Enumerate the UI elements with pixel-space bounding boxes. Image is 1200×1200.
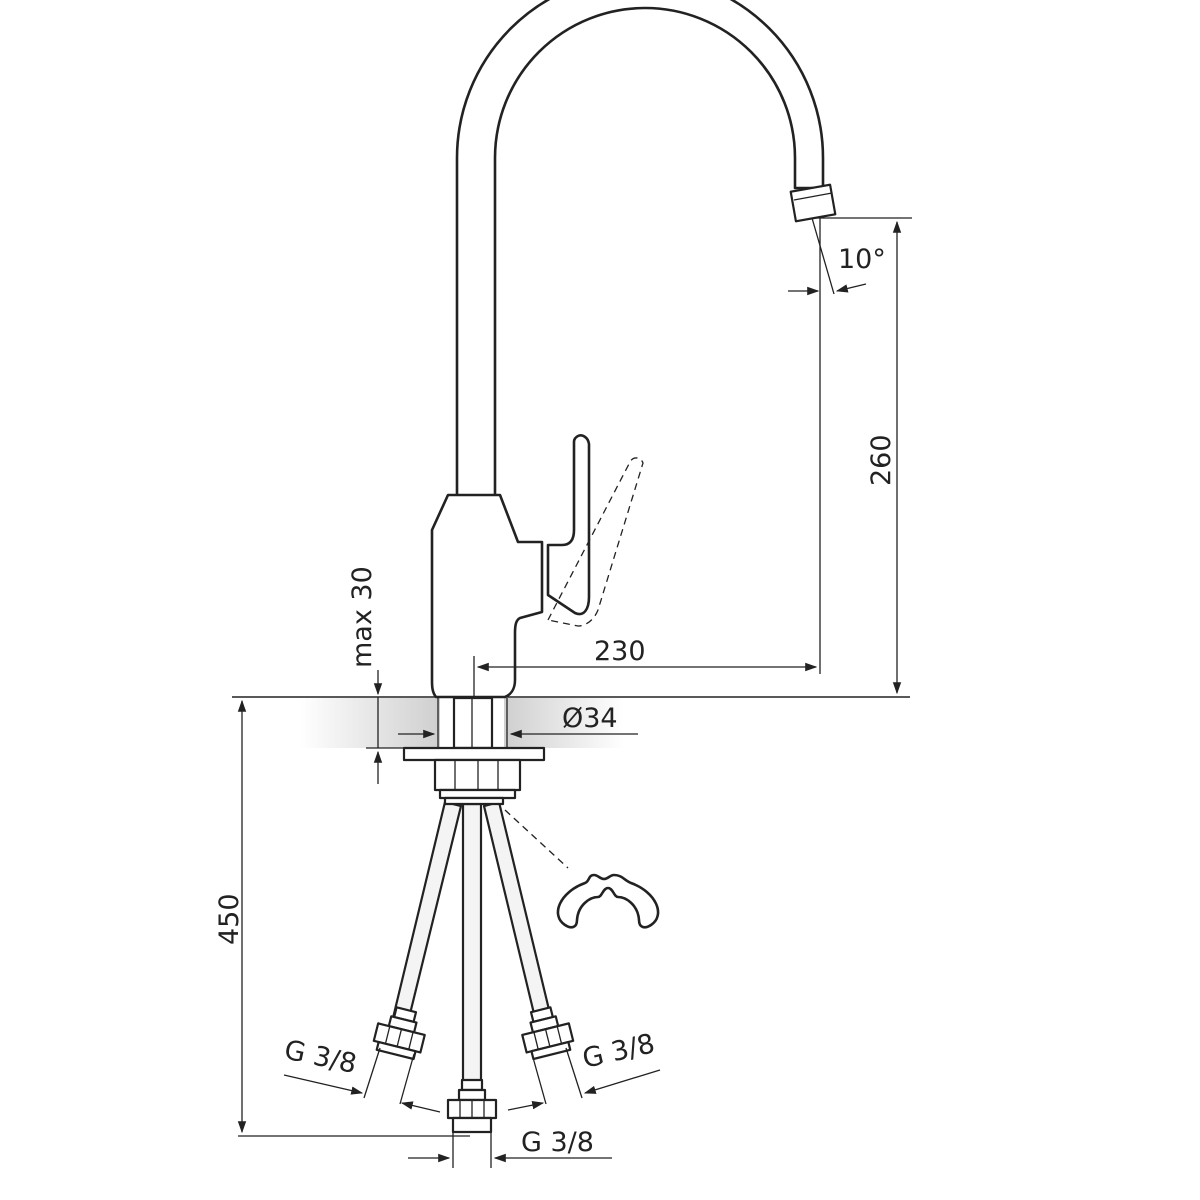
dimension-counter-thickness: max 30 [347,566,404,784]
handle-alternate-position [547,457,644,627]
center-hose [461,802,483,1084]
right-hose [482,800,553,1024]
dimension-spout-reach: 230 [473,290,821,697]
handle-lever [546,434,591,616]
dimension-spout-height: 260 [816,217,912,695]
retaining-clip-detail [504,809,660,929]
dimension-hole-diameter: Ø34 [398,698,638,748]
center-hose-fitting [446,1078,498,1134]
faucet-body [430,493,544,699]
counter-thickness-label: max 30 [347,566,378,668]
spout-reach-label: 230 [594,636,646,667]
retaining-clip [556,873,660,929]
center-thread-label: G 3/8 [521,1127,594,1158]
hose-length-label: 450 [214,893,245,945]
faucet-spout [455,0,825,498]
dimension-hose-length: 450 [214,699,470,1137]
dimension-center-thread: G 3/8 [408,1127,612,1168]
hose-fittings [372,1006,575,1134]
left-thread-label: G 3/8 [282,1035,360,1080]
left-hose [391,800,463,1024]
spout-height-label: 260 [866,434,897,486]
faucet [430,0,837,699]
mounting-plate [402,746,546,762]
right-hose-fitting [521,1006,575,1061]
countertop [232,696,910,748]
spout-angle-label: 10° [838,244,886,275]
hole-diameter-label: Ø34 [562,703,618,734]
dimension-spout-angle: 10° [788,217,886,296]
right-thread-label: G 3/8 [580,1028,658,1075]
aerator [789,183,837,223]
left-hose-fitting [372,1006,426,1061]
